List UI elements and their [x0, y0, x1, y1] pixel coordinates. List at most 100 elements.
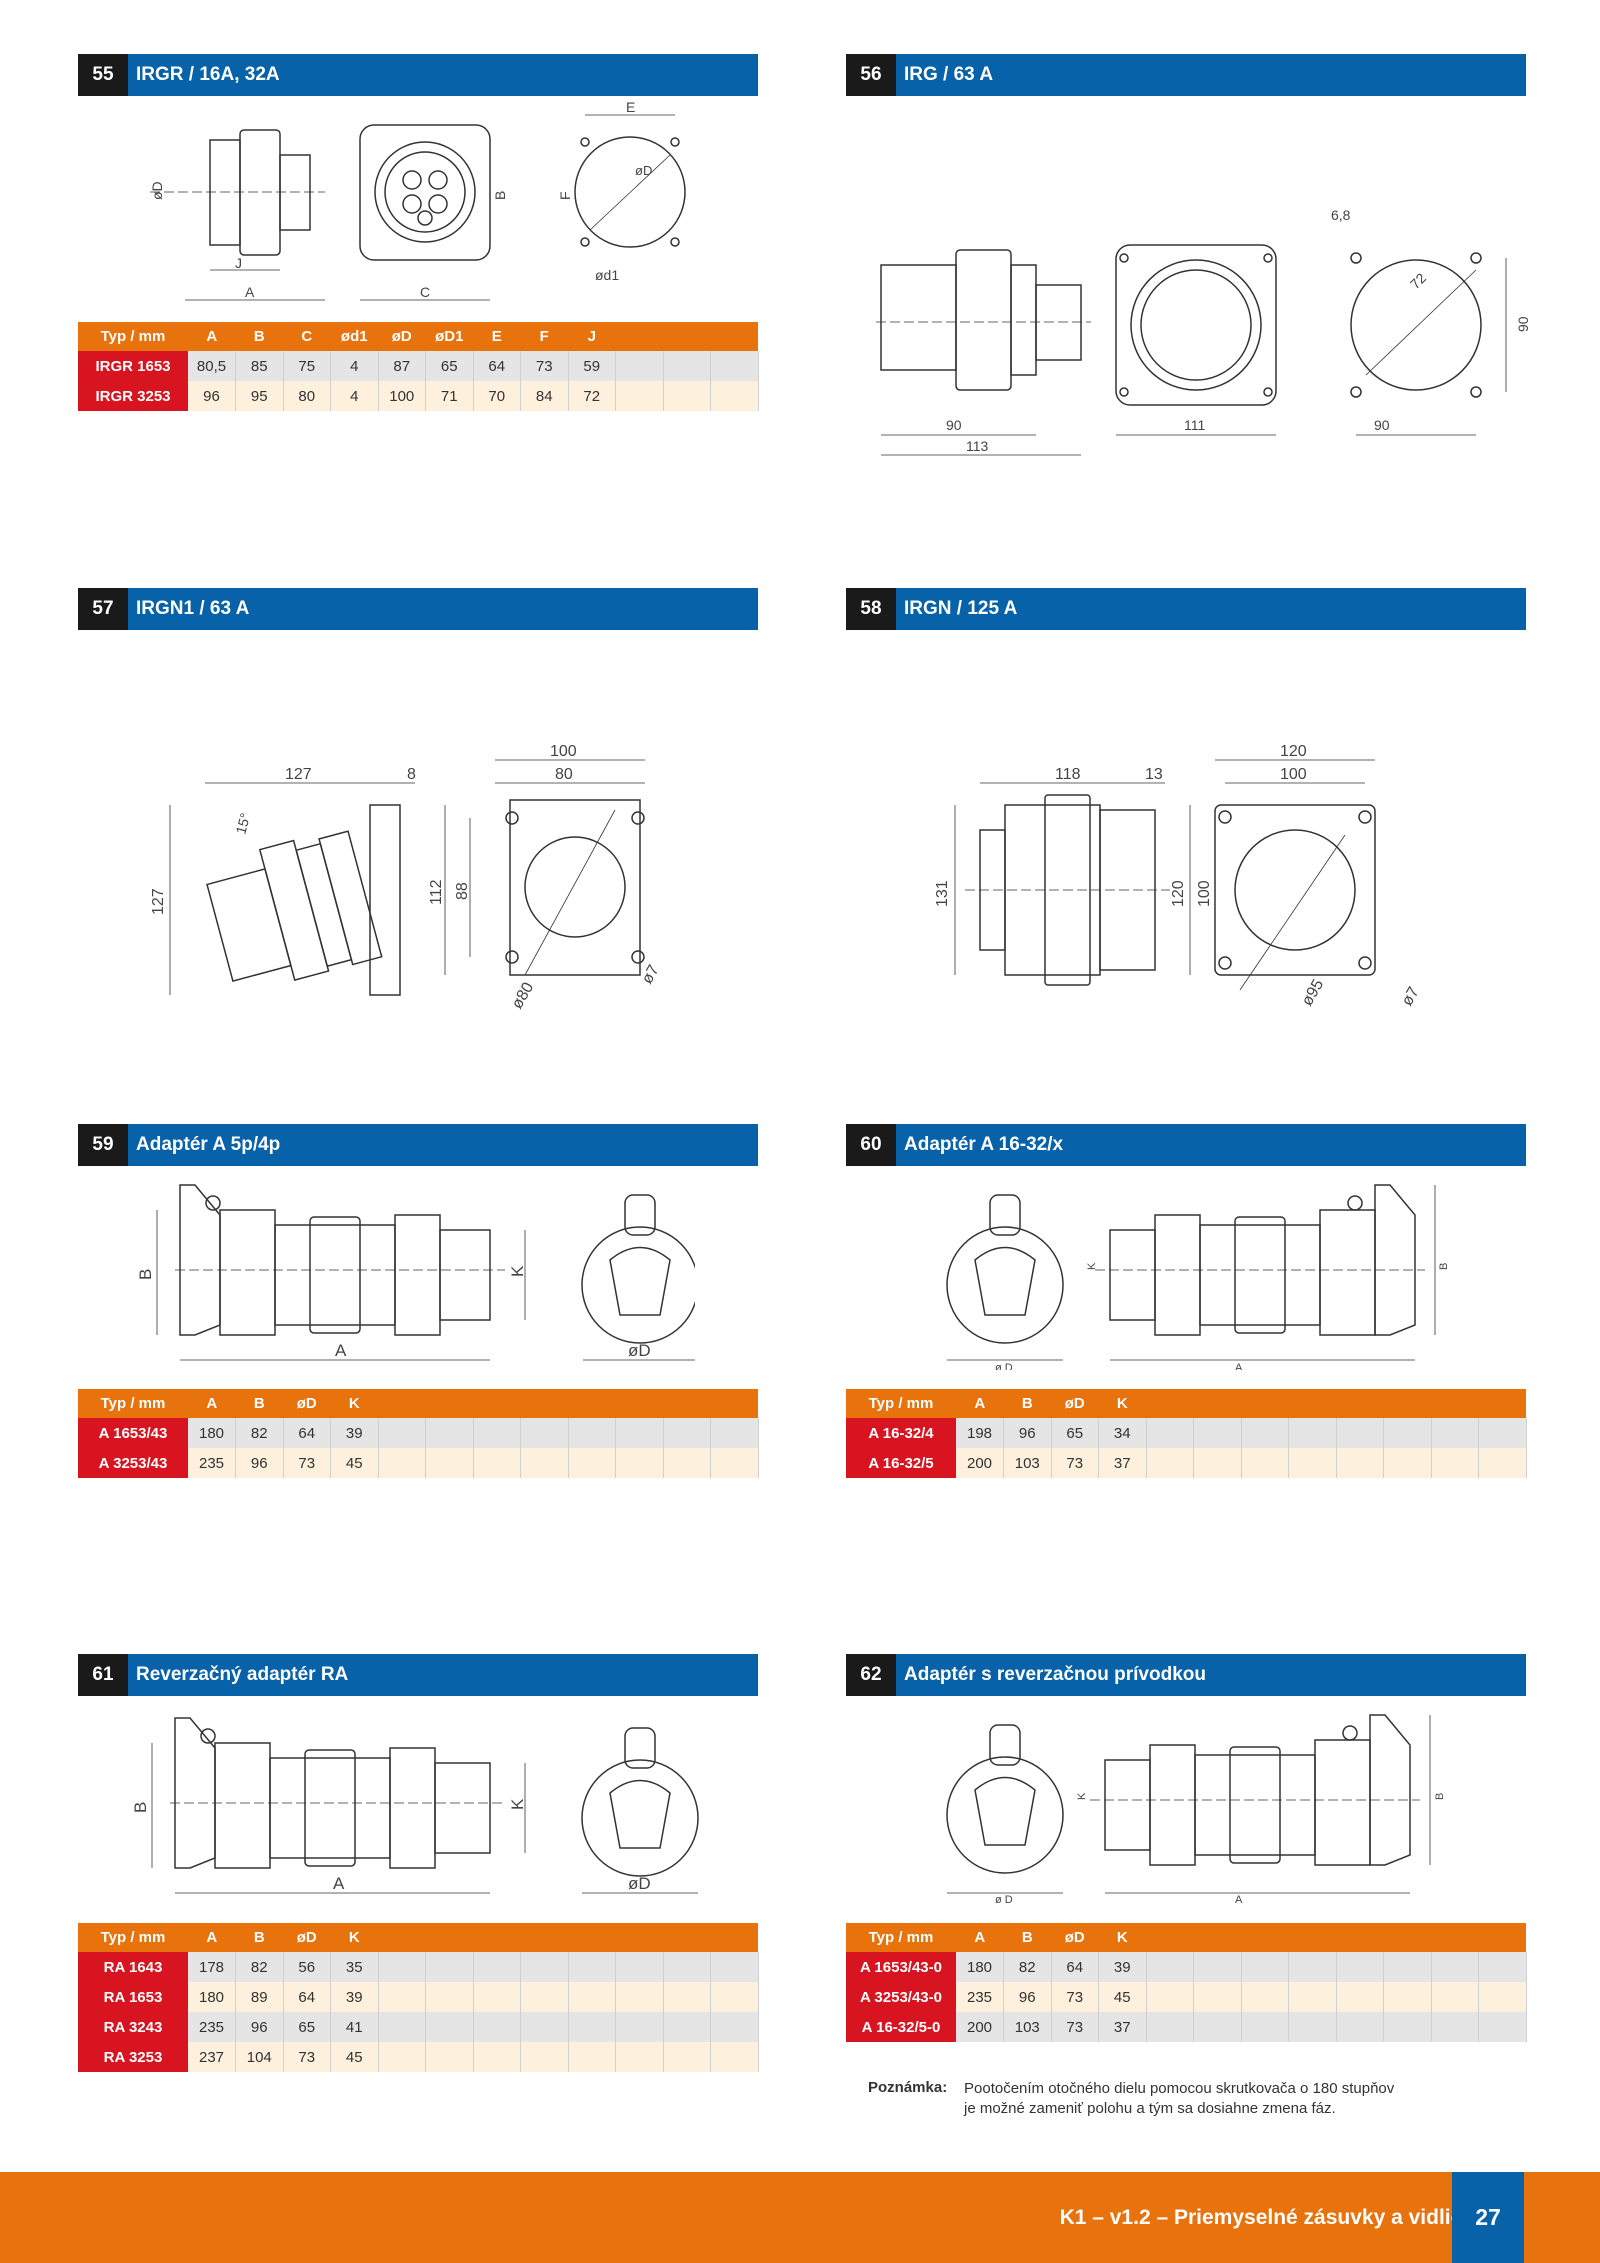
value-cell: 84: [520, 381, 569, 411]
column-header: [473, 1923, 521, 1952]
drawing-58: 118 13 120 100 131 120 100 ø95 ø7: [934, 743, 1423, 1009]
column-header: øD1: [425, 322, 473, 351]
column-header: [568, 1389, 616, 1418]
section-number: 55: [78, 54, 128, 96]
value-cell: [1241, 1448, 1289, 1478]
value-cell: 85: [235, 351, 284, 381]
column-header: K: [1098, 1389, 1146, 1418]
column-header: [1241, 1923, 1289, 1952]
dim-a: A: [1235, 1362, 1243, 1370]
drawing-61: B K A øD: [131, 1717, 699, 1894]
type-cell: A 16-32/5-0: [846, 2012, 956, 2042]
value-cell: 89: [235, 1982, 284, 2012]
value-cell: [615, 1418, 664, 1448]
value-cell: [1193, 1982, 1242, 2012]
column-header: [425, 1389, 473, 1418]
value-cell: [1336, 1982, 1384, 2012]
value-cell: [378, 1418, 426, 1448]
column-header: [615, 1923, 663, 1952]
value-cell: 72: [568, 381, 616, 411]
value-cell: [1146, 1418, 1194, 1448]
value-cell: 73: [283, 1448, 331, 1478]
type-cell: RA 1643: [78, 1952, 188, 1982]
section-number: 61: [78, 1654, 128, 1696]
section-title: Adaptér s reverzačnou prívodkou: [904, 1664, 1206, 1685]
footer-title: K1 – v1.2 – Priemyselné zásuvky a vidlic…: [1059, 2206, 1474, 2229]
column-header: [1288, 1389, 1336, 1418]
section-title: IRGR / 16A, 32A: [136, 64, 280, 85]
note: Poznámka: Pootočením otočného dielu pomo…: [868, 2079, 1394, 2119]
value-cell: [1288, 1982, 1337, 2012]
value-cell: [1431, 1448, 1479, 1478]
dim-120-top: 120: [1280, 743, 1307, 760]
dim-90: 90: [946, 417, 962, 433]
column-header: [615, 1389, 663, 1418]
drawing-62: ø D K B A: [946, 1714, 1446, 1905]
column-header-type: Typ / mm: [78, 322, 188, 351]
dim-b: B: [1438, 1263, 1450, 1270]
value-cell: [1241, 2012, 1289, 2042]
value-cell: [568, 1982, 616, 2012]
dim-100-top: 100: [1280, 766, 1307, 783]
column-header-type: Typ / mm: [846, 1389, 956, 1418]
value-cell: 64: [473, 351, 521, 381]
value-cell: [1336, 1448, 1384, 1478]
value-cell: [1288, 1448, 1337, 1478]
value-cell: [425, 2042, 474, 2072]
column-header: [425, 1923, 473, 1952]
page-number: 27: [1452, 2172, 1524, 2263]
column-header: E: [473, 322, 521, 351]
section-number: 58: [846, 588, 896, 630]
value-cell: 65: [283, 2012, 331, 2042]
column-header: A: [956, 1923, 1004, 1952]
column-header: [1478, 1389, 1526, 1418]
dim-b: B: [1434, 1793, 1446, 1800]
value-cell: 96: [1003, 1418, 1052, 1448]
value-cell: [1241, 1418, 1289, 1448]
column-header: B: [235, 1389, 283, 1418]
value-cell: [520, 1418, 569, 1448]
section-number: 60: [846, 1124, 896, 1166]
dim-od: ø D: [995, 1362, 1013, 1370]
dim-od: ø D: [995, 1894, 1013, 1905]
value-cell: 64: [283, 1982, 331, 2012]
value-cell: [1383, 2012, 1432, 2042]
column-header: [1288, 1923, 1336, 1952]
value-cell: [663, 1418, 711, 1448]
column-header: A: [188, 1389, 236, 1418]
drawing-57: 127 8 100 80 15° 127 112 88 ø80 ø7: [150, 743, 663, 1012]
value-cell: 96: [235, 2012, 284, 2042]
value-cell: [425, 1982, 474, 2012]
type-cell: IRGR 3253: [78, 381, 188, 411]
value-cell: 73: [1051, 1982, 1099, 2012]
value-cell: [520, 1448, 569, 1478]
dim-o7: ø7: [639, 962, 663, 987]
column-header: A: [956, 1389, 1004, 1418]
dim-90-right: 90: [1374, 417, 1390, 433]
value-cell: [1478, 1418, 1527, 1448]
column-header: J: [568, 322, 616, 351]
column-header: K: [330, 1389, 378, 1418]
value-cell: [1383, 1448, 1432, 1478]
dim-90-vert: 90: [1515, 316, 1531, 332]
value-cell: 64: [283, 1418, 331, 1448]
drawing-59: B K A øD: [136, 1184, 695, 1361]
type-cell: A 3253/43: [78, 1448, 188, 1478]
column-header: K: [1098, 1923, 1146, 1952]
value-cell: 39: [1098, 1952, 1147, 1982]
section-title: Adaptér A 5p/4p: [136, 1134, 281, 1155]
dim-b: B: [492, 191, 508, 200]
dim-j: J: [235, 255, 242, 271]
dim-8: 8: [407, 766, 416, 783]
drawing-55: øD J A C B E F øD ød1: [150, 100, 686, 301]
value-cell: 103: [1003, 2012, 1052, 2042]
column-header: C: [283, 322, 331, 351]
